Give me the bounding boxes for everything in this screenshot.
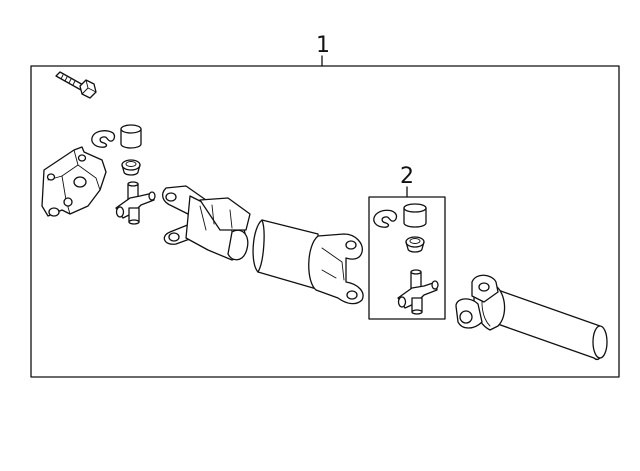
center-support-bracket xyxy=(41,146,107,217)
callout-number-2: 2 xyxy=(400,164,414,189)
seal xyxy=(121,159,141,176)
bolt xyxy=(55,71,97,99)
bearing-cap xyxy=(120,124,142,149)
slip-yoke xyxy=(161,185,251,261)
seal xyxy=(405,236,425,253)
retaining-clip xyxy=(373,209,398,228)
assembly-frame xyxy=(30,65,620,378)
rear-shaft xyxy=(455,274,608,361)
kit-frame xyxy=(368,196,446,320)
driveshaft-tube xyxy=(252,219,364,305)
universal-joint-cross xyxy=(115,181,156,225)
retaining-clip xyxy=(91,130,116,148)
bearing-cap xyxy=(403,203,427,228)
universal-joint-cross xyxy=(397,269,439,315)
callout-number-1: 1 xyxy=(316,33,330,58)
